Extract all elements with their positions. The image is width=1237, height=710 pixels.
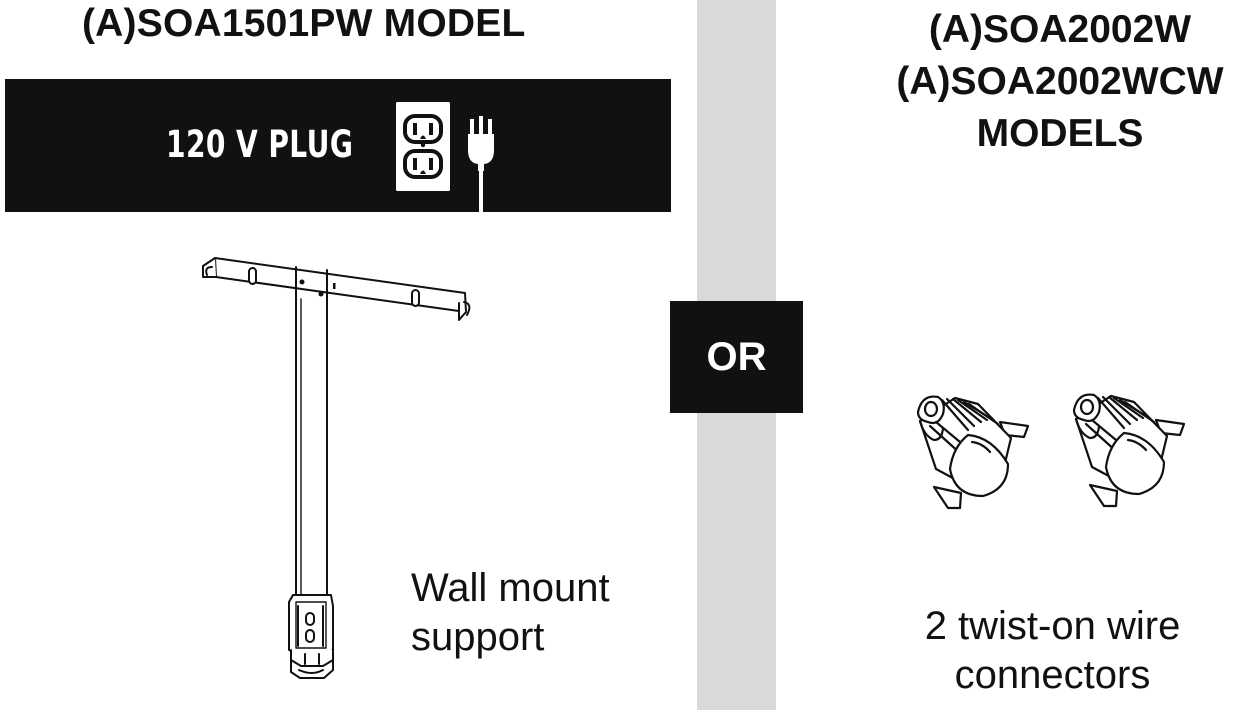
right-title-line-2: (A)SOA2002WCW [896,60,1224,103]
wire-connectors-caption: 2 twist-on wire connectors [880,602,1225,700]
outlet-icon [393,99,453,194]
right-title-line-1: (A)SOA2002W [928,8,1192,51]
plug-icon [468,116,494,212]
or-label: OR [706,335,767,379]
wall-caption-line-1: Wall mount [411,566,610,610]
right-title-line-3: MODELS [976,112,1144,155]
wire-caption-line-1: 2 twist-on wire [924,604,1181,648]
or-separator: OR [670,301,803,413]
plug-banner [5,79,671,212]
left-model-title: (A)SOA1501PW MODEL [82,2,526,45]
wall-caption-line-2: support [411,615,545,659]
twist-on-wire-connector-icon [916,395,1030,510]
plug-label: 120 V PLUG [166,123,354,166]
wall-mount-bracket-icon [202,257,471,679]
twist-on-wire-connector-icon [1072,393,1186,508]
right-model-title: (A)SOA2002W (A)SOA2002WCW MODELS [860,4,1237,160]
wall-mount-caption: Wall mount support [411,564,610,662]
wire-caption-line-2: connectors [954,653,1151,697]
